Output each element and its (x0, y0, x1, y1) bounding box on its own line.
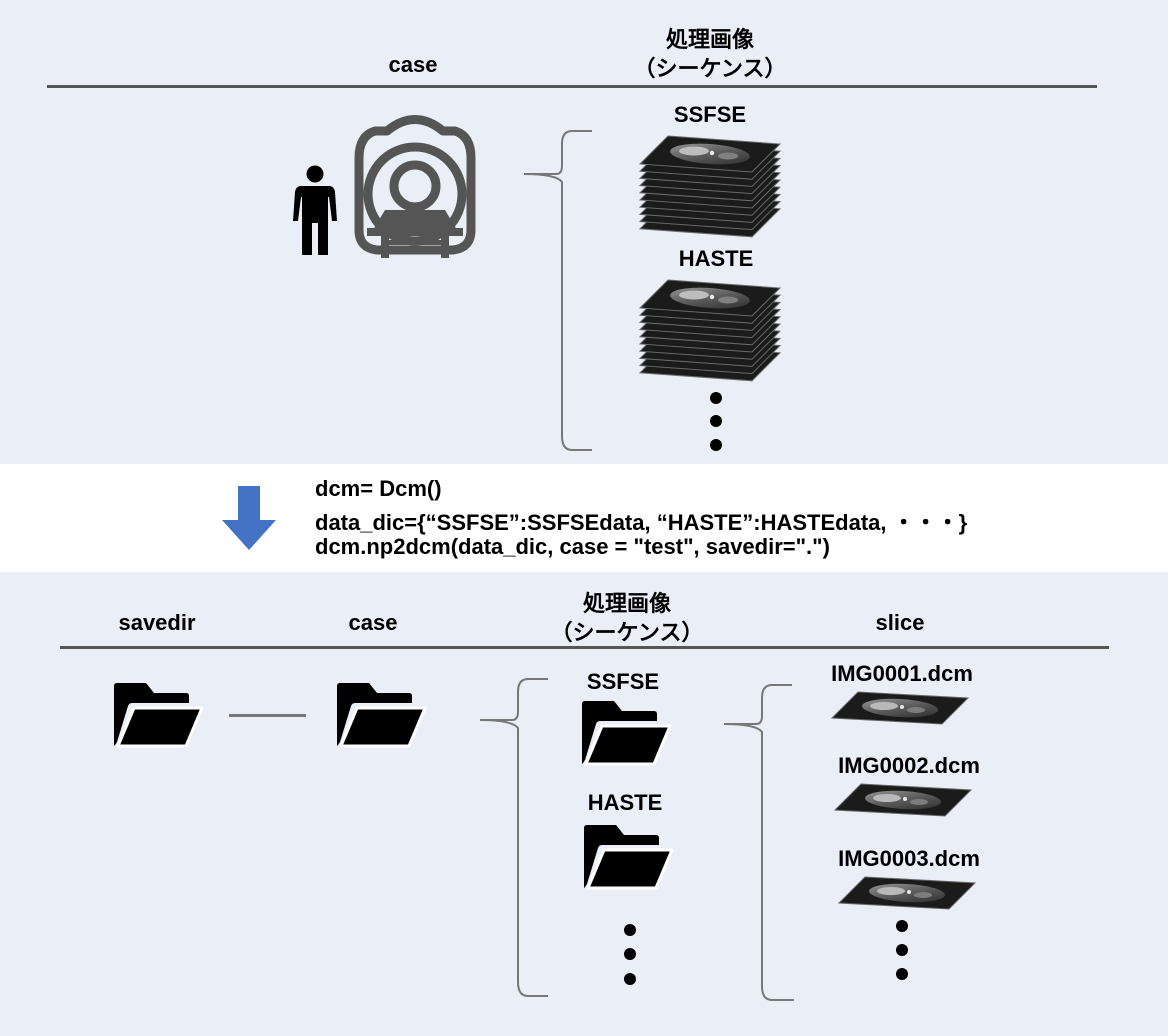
bottom-panel: savedir case 処理画像 （シーケンス） slice SSFSE HA… (0, 572, 1168, 1036)
sequence-header-line2: （シーケンス） (550, 620, 704, 645)
header-divider (47, 85, 1097, 88)
code-line-2: data_dic={“SSFSE”:SSFSEdata, “HASTE”:HAS… (315, 510, 968, 535)
sequence-label-ssfse: SSFSE (586, 669, 660, 694)
header-divider (60, 646, 1109, 649)
top-panel: case 処理画像 （シーケンス） SSFSE HASTE (0, 0, 1168, 464)
folder-open-icon (335, 682, 427, 748)
folder-open-icon (582, 824, 674, 890)
folder-open-icon (580, 700, 672, 766)
top-slice-anatomy (670, 143, 750, 165)
sequence-brace (479, 678, 548, 997)
sequence-header-line2: （シーケンス） (633, 56, 787, 81)
sequence-brace (523, 130, 592, 451)
code-line-3: dcm.np2dcm(data_dic, case = "test", save… (315, 534, 830, 559)
vertical-ellipsis-icon (624, 924, 636, 985)
mri-slice-icon (833, 782, 973, 818)
case-header: case (388, 52, 438, 77)
slice-header: slice (875, 610, 925, 635)
mri-slice-icon (837, 875, 977, 911)
sequence-header-line1: 処理画像 (582, 591, 672, 616)
slice-label-3: IMG0003.dcm (838, 846, 980, 871)
slice-brace (723, 684, 794, 1001)
savedir-header: savedir (118, 610, 196, 635)
folder-open-icon (112, 682, 204, 748)
mri-scanner-icon (354, 115, 476, 258)
sequence-label-haste: HASTE (678, 246, 754, 271)
sequence-label-ssfse: SSFSE (673, 102, 747, 127)
mri-slice-icon (830, 690, 970, 726)
sequence-label-haste: HASTE (587, 790, 663, 815)
code-line-1: dcm= Dcm() (315, 476, 442, 501)
mri-slice-stack-icon (638, 279, 782, 382)
sequence-header-line1: 処理画像 (665, 27, 755, 52)
slice-label-1: IMG0001.dcm (831, 661, 973, 686)
top-slice-anatomy (670, 287, 750, 309)
down-arrow-icon (222, 486, 276, 550)
mri-slice-stack-icon (638, 135, 782, 238)
vertical-ellipsis-icon (710, 392, 722, 451)
slice-label-2: IMG0002.dcm (838, 753, 980, 778)
connector-line (229, 714, 306, 717)
vertical-ellipsis-icon (896, 920, 908, 980)
case-header: case (348, 610, 398, 635)
person-icon (293, 165, 337, 255)
